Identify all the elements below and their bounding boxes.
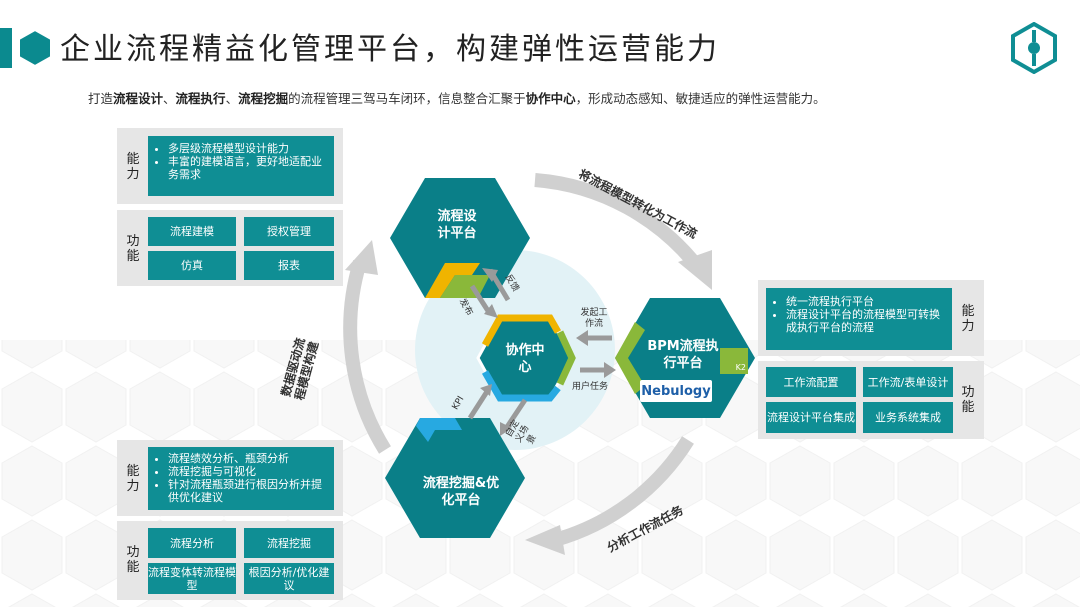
subtitle-part: 、 — [225, 91, 239, 106]
arrow-custom — [502, 398, 528, 432]
panel-design-ability-label: 能力 — [126, 152, 140, 182]
panel-exec-function-label: 功能 — [961, 385, 975, 415]
subtitle-part: 流程设计 — [113, 91, 164, 106]
page-title: 企业流程精益化管理平台，构建弹性运营能力 — [60, 32, 720, 67]
subtitle-part: 的流程管理三驾马车闭环，信息整合汇聚于 — [288, 91, 526, 106]
brand-logo-icon — [1011, 22, 1057, 74]
mining-ability-item: 流程挖掘与可视化 — [168, 465, 328, 478]
design-function-4: 报表 — [244, 251, 334, 280]
arc-bottom-arrowhead — [525, 525, 565, 555]
mining-function-2: 流程挖掘 — [244, 528, 334, 558]
hex-exec-label: BPM流程执行平台 — [647, 339, 719, 371]
design-function-1: 流程建模 — [148, 217, 236, 246]
panel-design-function-label: 功能 — [126, 234, 140, 264]
exec-function-3: 流程设计平台集成 — [766, 402, 856, 433]
subtitle-part: 流程挖掘 — [238, 91, 289, 106]
design-ability-item: 多层级流程模型设计能力 — [168, 142, 328, 155]
exec-function-1: 工作流配置 — [766, 367, 856, 397]
exec-function-2: 工作流/表单设计 — [863, 367, 953, 397]
exec-ability-list: 统一流程执行平台流程设计平台的流程模型可转换成执行平台的流程 — [772, 295, 946, 334]
arc-top-arrowhead — [678, 250, 712, 290]
hex-design-label: 流程设计平台 — [437, 209, 477, 241]
header-hexagon-icon — [18, 29, 52, 67]
panel-design-ability-box: 多层级流程模型设计能力丰富的建模语言，更好地适配业务需求 — [148, 136, 334, 196]
arrow-kpi — [467, 388, 491, 420]
design-function-3: 仿真 — [148, 251, 236, 280]
arc-top-arrow — [534, 173, 706, 275]
panel-mining-ability-box: 流程绩效分析、瓶颈分析流程挖掘与可视化针对流程瓶颈进行根因分析并提供优化建议 — [148, 447, 334, 510]
label-user-task: 用户任务 — [571, 382, 608, 392]
subtitle-part: 、 — [163, 91, 176, 106]
hex-mining-label: 流程挖掘&优化平台 — [422, 476, 500, 508]
mining-ability-list: 流程绩效分析、瓶颈分析流程挖掘与可视化针对流程瓶颈进行根因分析并提供优化建议 — [154, 452, 328, 504]
hex-center-label: 协作中心 — [505, 343, 545, 375]
nebulogy-logo: Nebulogy — [640, 380, 712, 402]
mining-ability-item: 流程绩效分析、瓶颈分析 — [168, 452, 328, 465]
subtitle-part: 打造 — [88, 91, 114, 106]
design-ability-item: 丰富的建模语言，更好地适配业务需求 — [168, 155, 328, 181]
subtitle-part: 流程执行 — [175, 91, 226, 106]
label-initiate: 发起工作流 — [580, 308, 608, 329]
panel-exec-ability-box: 统一流程执行平台流程设计平台的流程模型可转换成执行平台的流程 — [766, 288, 952, 350]
exec-function-4: 业务系统集成 — [863, 402, 953, 433]
arc-left-arrowhead — [345, 240, 378, 275]
panel-mining-function-label: 功能 — [126, 545, 140, 575]
mining-function-3: 流程变体转流程模型 — [148, 563, 236, 594]
exec-ability-item: 统一流程执行平台 — [786, 295, 946, 308]
design-ability-list: 多层级流程模型设计能力丰富的建模语言，更好地适配业务需求 — [154, 142, 328, 181]
arrow-publish — [469, 284, 493, 316]
panel-exec-ability-label: 能力 — [961, 304, 975, 334]
exec-ability-item: 流程设计平台的流程模型可转换成执行平台的流程 — [786, 308, 946, 334]
panel-mining-ability-label: 能力 — [126, 464, 140, 494]
subtitle-part: ，形成动态感知、敏捷适应的弹性运营能力。 — [575, 91, 826, 106]
subtitle-part: 协作中心 — [525, 91, 576, 106]
hex-center-collab — [476, 314, 576, 402]
k2-logo: K2 — [720, 348, 748, 374]
mining-function-4: 根因分析/优化建议 — [244, 563, 334, 594]
header-accent-bar — [0, 28, 12, 68]
design-function-2: 授权管理 — [244, 217, 334, 246]
hex-mining-platform — [385, 418, 525, 538]
arc-bottom-arrow — [553, 436, 694, 547]
mining-function-1: 流程分析 — [148, 528, 236, 558]
page-subtitle: 打造流程设计、流程执行、流程挖掘的流程管理三驾马车闭环，信息整合汇聚于协作中心，… — [88, 88, 826, 107]
arc-left-arrow — [343, 259, 391, 454]
mining-ability-item: 针对流程瓶颈进行根因分析并提供优化建议 — [168, 478, 328, 504]
